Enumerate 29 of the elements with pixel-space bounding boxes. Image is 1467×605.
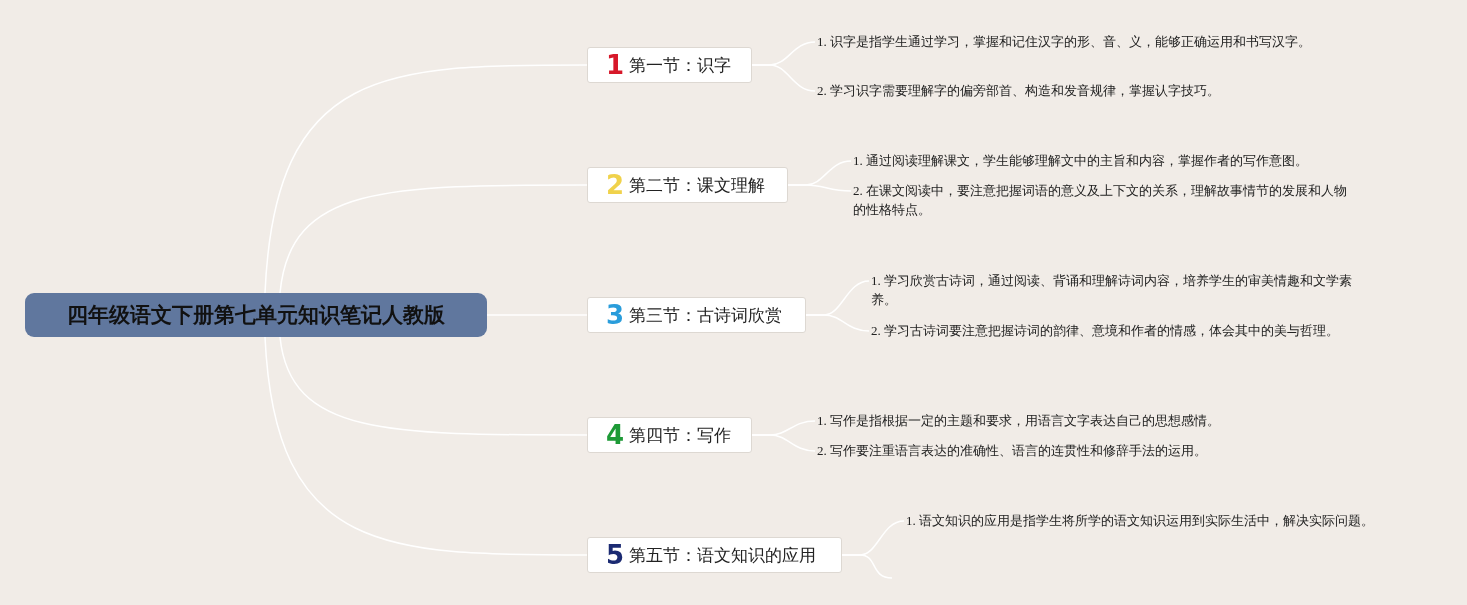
note-text: 2. 学习识字需要理解字的偏旁部首、构造和发音规律，掌握认字技巧。 [817,81,1312,100]
connector [264,64,588,294]
note-text: 1. 语文知识的应用是指学生将所学的语文知识运用到实际生活中，解决实际问题。 [906,511,1396,530]
note-text: 1. 识字是指学生通过学习，掌握和记住汉字的形、音、义，能够正确运用和书写汉字。 [817,32,1312,51]
topic-box [587,537,842,573]
note-text: 2. 在课文阅读中，要注意把握词语的意义及上下文的关系，理解故事情节的发展和人物的性格特点。 [853,181,1353,219]
note-text: 2. 学习古诗词要注意把握诗词的韵律、意境和作者的情感，体会其中的美与哲理。 [871,321,1371,340]
note-text: 1. 通过阅读理解课文，学生能够理解文中的主旨和内容，掌握作者的写作意图。 [853,151,1353,170]
note-text: 1. 写作是指根据一定的主题和要求，用语言文字表达自己的思想感情。 [817,411,1317,430]
topic-box [587,47,752,83]
topic-box [587,297,806,333]
section-number: 3 [606,300,625,330]
section-title: 第一节：识字 [629,53,732,77]
connector [279,336,588,436]
section-number: 2 [606,170,625,200]
connector [264,336,588,556]
note-text: 2. 写作要注重语言表达的准确性、语言的连贯性和修辞手法的运用。 [817,441,1317,460]
note-text: 1. 学习欣赏古诗词，通过阅读、背诵和理解诗词内容，培养学生的审美情趣和文学素养。 [871,271,1371,309]
root-topic: 四年级语文下册第七单元知识笔记人教版 [25,293,487,337]
section-number: 5 [606,540,625,570]
topic-box [587,417,752,453]
section-title: 第五节：语文知识的应用 [629,543,817,567]
section-number: 1 [606,50,625,80]
section-number: 4 [606,420,625,450]
section-title: 第四节：写作 [629,423,732,447]
section-title: 第二节：课文理解 [629,173,766,197]
topic-box [587,167,788,203]
section-title: 第三节：古诗词欣赏 [629,303,783,327]
connector [279,184,588,294]
